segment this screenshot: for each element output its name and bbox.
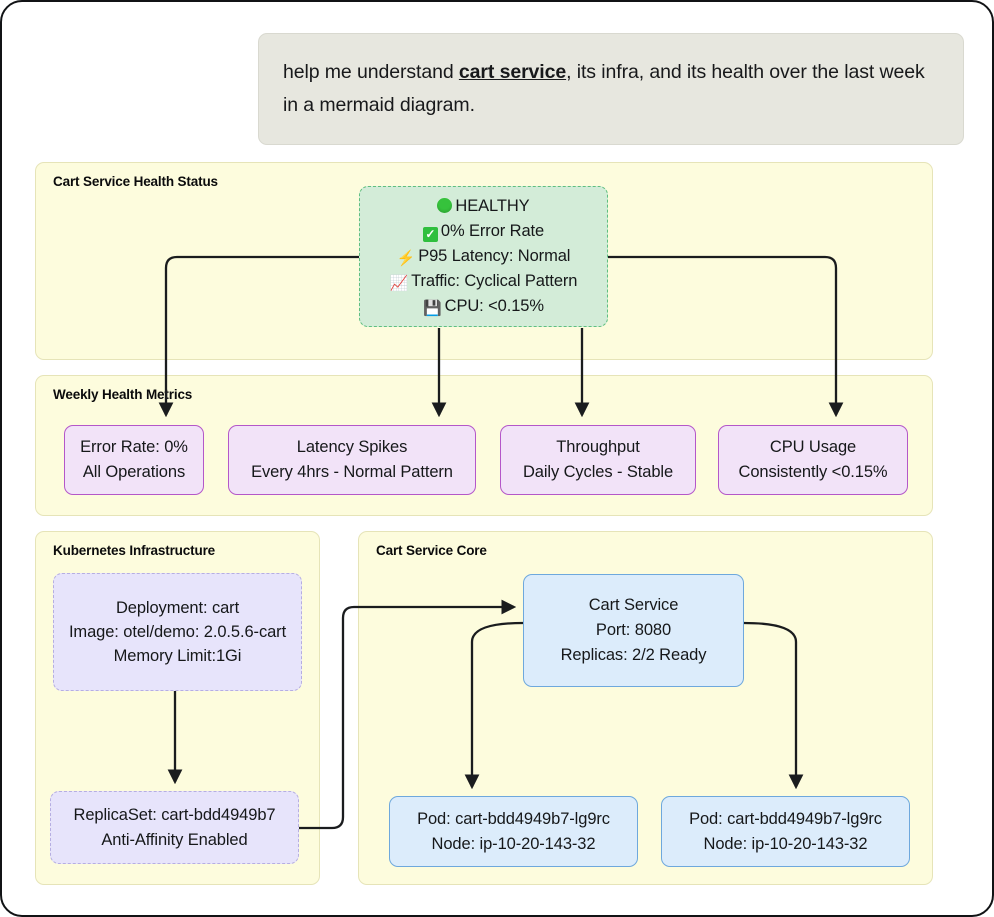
node-pod-2[interactable]: Pod: cart-bdd4949b7-lg9rc Node: ip-10-20… (661, 796, 910, 867)
prompt-text-after: , its infra, and its health over the las… (283, 61, 925, 116)
pod-2-line1: Pod: cart-bdd4949b7-lg9rc (689, 809, 882, 828)
deployment-line1: Deployment: cart (115, 599, 240, 617)
subgraph-title-metrics: Weekly Health Metrics (53, 387, 193, 402)
floppy-disk-icon: 💾 (423, 300, 442, 317)
health-cpu-text: CPU: <0.15% (444, 297, 544, 315)
health-line-traffic: 📈Traffic: Cyclical Pattern (390, 269, 578, 294)
metric-error-rate-line2: All Operations (82, 463, 186, 481)
metric-error-rate-line1: Error Rate: 0% (80, 438, 188, 456)
metric-cpu-line1: CPU Usage (769, 438, 857, 456)
user-prompt-bubble: help me understand cart service, its inf… (258, 33, 964, 145)
metric-cpu-line2: Consistently <0.15% (738, 463, 888, 481)
metric-throughput-line2: Daily Cycles - Stable (522, 463, 674, 481)
health-latency-text: P95 Latency: Normal (418, 247, 571, 265)
node-cart-service[interactable]: Cart Service Port: 8080 Replicas: 2/2 Re… (523, 574, 744, 687)
health-line-cpu: 💾CPU: <0.15% (423, 294, 544, 319)
node-metric-latency-spikes[interactable]: Latency Spikes Every 4hrs - Normal Patte… (228, 425, 476, 495)
lightning-bolt-icon: ⚡ (396, 250, 416, 267)
user-prompt-text: help me understand cart service, its inf… (283, 56, 939, 122)
pod-1-line2: Node: ip-10-20-143-32 (431, 834, 596, 853)
metric-throughput-line1: Throughput (556, 438, 640, 456)
health-line-healthy: HEALTHY (437, 194, 530, 219)
node-metric-cpu-usage[interactable]: CPU Usage Consistently <0.15% (718, 425, 908, 495)
health-traffic-text: Traffic: Cyclical Pattern (411, 272, 578, 290)
prompt-emphasis: cart service (458, 61, 567, 83)
health-line-latency: ⚡P95 Latency: Normal (397, 244, 571, 269)
pod-1-line1: Pod: cart-bdd4949b7-lg9rc (417, 809, 610, 828)
metric-latency-line2: Every 4hrs - Normal Pattern (251, 463, 453, 481)
node-deployment-cart[interactable]: Deployment: cart Image: otel/demo: 2.0.5… (53, 573, 302, 691)
health-error-rate-text: 0% Error Rate (440, 222, 545, 240)
replicaset-line2: Anti-Affinity Enabled (101, 830, 248, 849)
node-metric-throughput[interactable]: Throughput Daily Cycles - Stable (500, 425, 696, 495)
node-pod-1[interactable]: Pod: cart-bdd4949b7-lg9rc Node: ip-10-20… (389, 796, 638, 867)
node-health-status[interactable]: HEALTHY ✓0% Error Rate ⚡P95 Latency: Nor… (359, 186, 608, 327)
cart-service-line3: Replicas: 2/2 Ready (560, 646, 707, 664)
chart-increasing-icon: 📈 (389, 275, 409, 292)
metric-latency-line1: Latency Spikes (296, 438, 408, 456)
deployment-line3: Memory Limit:1Gi (113, 647, 242, 665)
health-line-error-rate: ✓0% Error Rate (422, 219, 545, 244)
pod-2-line2: Node: ip-10-20-143-32 (703, 834, 868, 853)
prompt-text-before: help me understand (283, 61, 459, 83)
cart-service-line1: Cart Service (588, 596, 679, 614)
node-metric-error-rate[interactable]: Error Rate: 0% All Operations (64, 425, 204, 495)
green-circle-icon (437, 198, 453, 213)
health-healthy-text: HEALTHY (455, 197, 530, 215)
deployment-line2: Image: otel/demo: 2.0.5.6-cart (68, 623, 287, 641)
subgraph-title-core: Cart Service Core (376, 543, 487, 558)
subgraph-title-k8s: Kubernetes Infrastructure (53, 543, 216, 558)
subgraph-title-health: Cart Service Health Status (53, 174, 218, 189)
replicaset-line1: ReplicaSet: cart-bdd4949b7 (73, 805, 276, 824)
cart-service-line2: Port: 8080 (595, 621, 672, 639)
node-replicaset[interactable]: ReplicaSet: cart-bdd4949b7 Anti-Affinity… (50, 791, 299, 864)
check-mark-icon: ✓ (422, 227, 438, 242)
